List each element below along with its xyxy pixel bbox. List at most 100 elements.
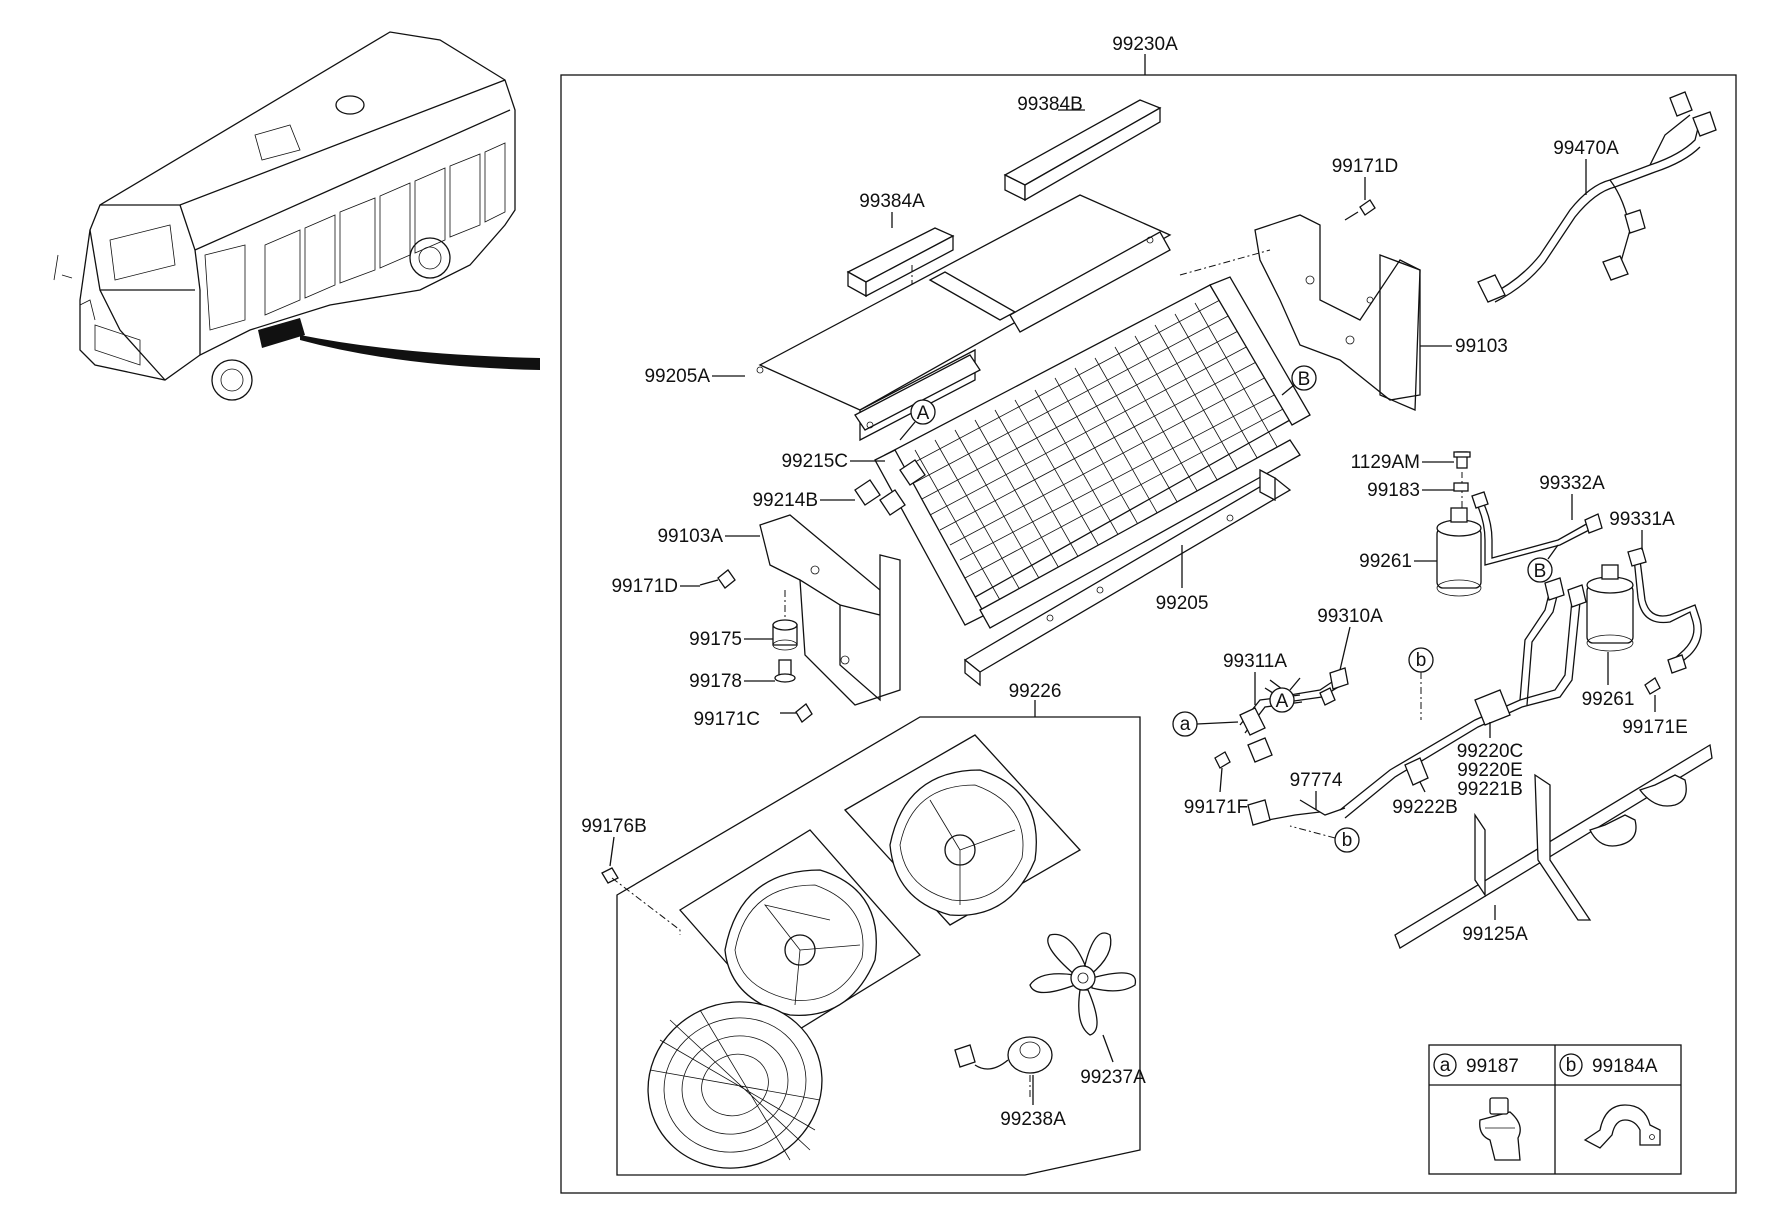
pipe-99331A: [1627, 547, 1702, 674]
label-99103A: 99103A: [657, 526, 760, 547]
legend-b-header: b 99184A: [1559, 1053, 1658, 1077]
callout-b-bottom: b: [1289, 825, 1360, 853]
label-99175: 99175: [689, 629, 773, 650]
label-99261-b: 99261: [1582, 652, 1634, 710]
label-1129AM: 1129AM: [1351, 452, 1454, 473]
svg-text:99261: 99261: [1359, 551, 1412, 572]
label-99183: 99183: [1367, 480, 1454, 501]
pipe-99332A: [1471, 491, 1603, 566]
pipe-99311A: [1239, 694, 1303, 763]
svg-text:99171F: 99171F: [1184, 797, 1248, 818]
pipe-99220C: [1339, 577, 1587, 819]
nut-99176B: [601, 867, 681, 935]
svg-text:b: b: [1566, 1055, 1577, 1076]
harness-99470A: [1477, 91, 1717, 303]
rail-99205: [963, 468, 1292, 687]
bolt-1129AM: [1453, 451, 1471, 469]
bracket-99205A: [756, 194, 1172, 442]
label-99205: 99205: [1156, 545, 1209, 614]
svg-text:99178: 99178: [689, 671, 742, 692]
fan-motor-99238A: [954, 1036, 1053, 1100]
label-99221B: 99221B: [1457, 779, 1523, 800]
collar-99178: [774, 659, 796, 683]
fan-assembly-frame: [616, 716, 1141, 1176]
foam-strap-99384B: [1003, 99, 1162, 270]
label-99470A: 99470A: [1553, 138, 1619, 195]
svg-text:99215C: 99215C: [781, 451, 848, 472]
svg-text:99175: 99175: [689, 629, 742, 650]
svg-text:99221B: 99221B: [1457, 779, 1523, 800]
label-99384B: 99384B: [1017, 94, 1083, 115]
label-99222B: 99222B: [1392, 781, 1458, 818]
label-99261-a: 99261: [1359, 551, 1437, 572]
bolt-99171F: [1214, 751, 1231, 769]
svg-text:97774: 97774: [1290, 770, 1343, 791]
callout-A-mid: A: [1269, 677, 1301, 713]
svg-text:99310A: 99310A: [1317, 606, 1383, 627]
strap-99125A: [1394, 743, 1713, 949]
svg-text:b: b: [1342, 830, 1353, 851]
label-99205A: 99205A: [644, 366, 745, 387]
legend-a-header: a 99187: [1433, 1053, 1519, 1077]
label-99125A: 99125A: [1462, 905, 1528, 945]
foam-strap-99384A: [846, 227, 955, 375]
svg-text:A: A: [1276, 691, 1289, 712]
svg-text:99103A: 99103A: [657, 526, 723, 547]
svg-text:B: B: [1534, 561, 1547, 582]
svg-text:b: b: [1416, 650, 1427, 671]
callout-A-top: A: [899, 399, 936, 441]
label-99171C: 99171C: [693, 709, 760, 730]
bus-illustration: [53, 31, 540, 401]
svg-text:99187: 99187: [1466, 1056, 1519, 1077]
svg-text:99222B: 99222B: [1392, 797, 1458, 818]
assembly-frame: [560, 74, 1737, 1194]
label-99176B: 99176B: [581, 816, 647, 867]
label-99171D-top: 99171D: [1332, 156, 1399, 200]
svg-text:99171D: 99171D: [1332, 156, 1399, 177]
clip-99187-icon: [1479, 1097, 1521, 1161]
bolt-99171D-left: [699, 569, 736, 589]
assembly-label: 99230A: [1112, 34, 1178, 55]
label-99384A: 99384A: [859, 191, 925, 228]
bracket-99103: [1179, 214, 1421, 411]
label-99178: 99178: [689, 671, 775, 692]
svg-text:99220C: 99220C: [1457, 741, 1524, 762]
pipe-99310A: [1264, 667, 1349, 706]
svg-text:A: A: [917, 403, 930, 424]
label-99237A: 99237A: [1080, 1034, 1146, 1088]
receiver-dryer-99261-a: [1436, 472, 1482, 597]
condenser-core: [874, 276, 1311, 629]
svg-text:99171C: 99171C: [693, 709, 760, 730]
svg-text:99331A: 99331A: [1609, 509, 1675, 530]
label-99215C: 99215C: [781, 451, 885, 472]
svg-text:99184A: 99184A: [1592, 1056, 1658, 1077]
label-99311A: 99311A: [1223, 651, 1287, 705]
svg-text:99470A: 99470A: [1553, 138, 1619, 159]
svg-text:a: a: [1180, 714, 1191, 735]
svg-text:99171E: 99171E: [1622, 717, 1688, 738]
washer-99183: [1453, 482, 1469, 492]
pipe-97774: [1247, 799, 1346, 826]
receiver-dryer-99261-b: [1586, 564, 1634, 652]
label-99220C: 99220C: [1457, 722, 1524, 762]
svg-text:99226: 99226: [1009, 681, 1062, 702]
label-99171F: 99171F: [1184, 767, 1248, 818]
bolt-99171D-top: [1344, 199, 1376, 221]
svg-text:99220E: 99220E: [1457, 760, 1523, 781]
svg-text:a: a: [1440, 1055, 1451, 1076]
bracket-99103A: [759, 459, 926, 706]
svg-text:99384B: 99384B: [1017, 94, 1083, 115]
svg-text:99183: 99183: [1367, 480, 1420, 501]
svg-text:99237A: 99237A: [1080, 1067, 1146, 1088]
shroud-lower: [679, 829, 921, 1036]
callout-b-top: b: [1408, 647, 1434, 720]
svg-text:99205: 99205: [1156, 593, 1209, 614]
svg-text:99311A: 99311A: [1223, 651, 1287, 672]
fan-guard: [647, 1001, 823, 1169]
label-99220E: 99220E: [1457, 760, 1523, 781]
bolt-99171C: [780, 703, 813, 723]
label-99171E: 99171E: [1622, 695, 1688, 738]
svg-text:99384A: 99384A: [859, 191, 925, 212]
label-99238A: 99238A: [1000, 1075, 1066, 1130]
